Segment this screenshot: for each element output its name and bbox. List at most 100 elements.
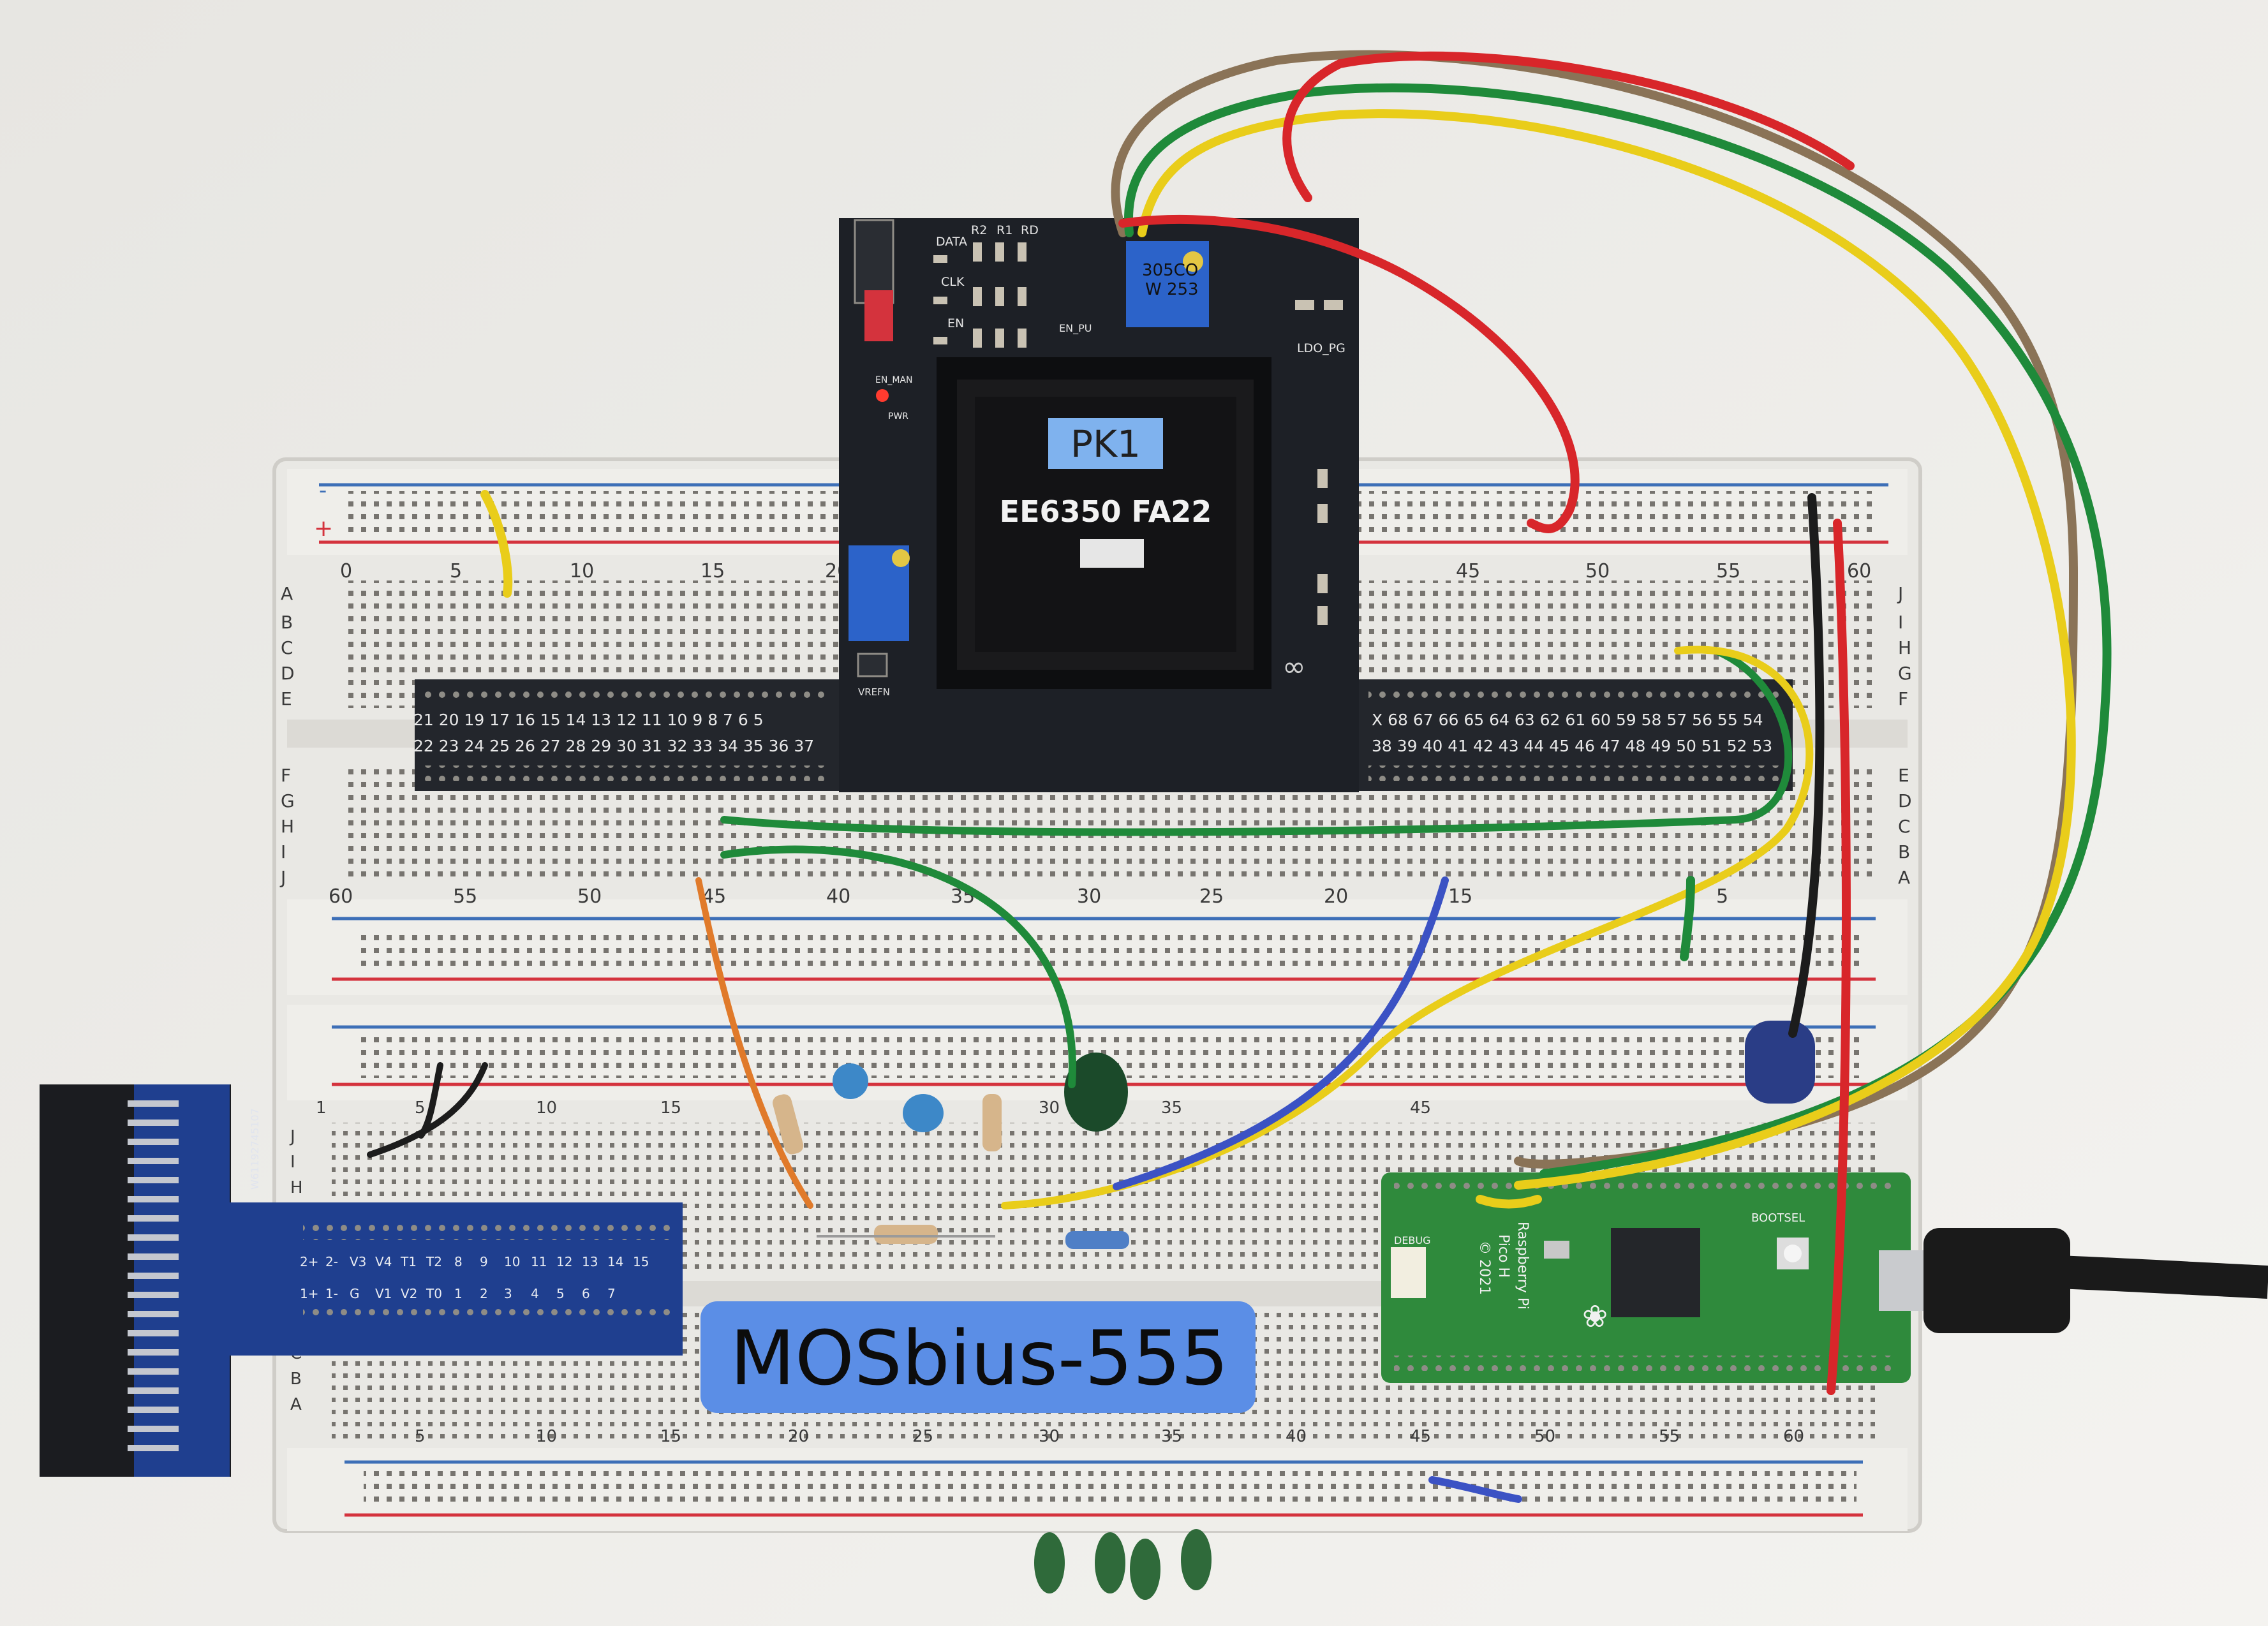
col-number: 35 — [1161, 1098, 1182, 1118]
col-number: 10 — [536, 1098, 557, 1118]
silk-clk: CLK — [941, 275, 965, 289]
adapter-pin-label: 1- — [325, 1286, 338, 1301]
rail-plus-label: + — [314, 515, 333, 542]
row-letter: F — [1898, 688, 1908, 709]
col-number: 45 — [1410, 1427, 1431, 1446]
pin-labels-right-top: X 68 67 66 65 64 63 62 61 60 59 58 57 56… — [1372, 711, 1763, 729]
col-number: 55 — [1659, 1427, 1680, 1446]
adapter-pin-label: 8 — [454, 1254, 463, 1269]
adapter-pin-label: 2+ — [300, 1254, 318, 1269]
silk-r2: R2 — [971, 223, 987, 237]
adapter-pin-label: V4 — [375, 1254, 392, 1269]
adapter-pin-label: 4 — [531, 1286, 539, 1301]
pico-year: © 2021 — [1476, 1241, 1492, 1295]
col-number: 10 — [536, 1427, 557, 1446]
row-letter: D — [281, 663, 295, 684]
col-number: 55 — [453, 885, 477, 908]
col-number: 55 — [1716, 560, 1740, 582]
col-number: 30 — [1077, 885, 1101, 908]
adapter-pin-label: T0 — [426, 1286, 442, 1301]
trimpot-text-2: W 253 — [1145, 280, 1199, 299]
col-number: 5 — [450, 560, 462, 582]
resistors — [773, 1094, 1129, 1249]
adapter-pin-label: 9 — [480, 1254, 488, 1269]
top-column-numbers: 0 5 10 15 20 45 50 55 60 — [340, 560, 1871, 582]
pico-brand: Raspberry Pi — [1515, 1222, 1531, 1310]
adapter-pin-label: 15 — [633, 1254, 649, 1269]
adapter-pin-label: 13 — [582, 1254, 598, 1269]
pico-bootsel-label: BOOTSEL — [1751, 1211, 1805, 1225]
col-number: 35 — [1161, 1427, 1182, 1446]
jumper-wires — [367, 50, 2112, 1503]
silk-pwr: PWR — [888, 411, 908, 422]
adapter-pin-label: 2 — [480, 1286, 488, 1301]
col-number: 25 — [912, 1427, 933, 1446]
row-letter: D — [1898, 790, 1912, 811]
project-label: MOSbius-555 — [700, 1301, 1256, 1413]
col-number: 25 — [1199, 885, 1224, 908]
adapter-pin-label: 1+ — [300, 1286, 318, 1301]
row-letter: A — [1898, 867, 1910, 888]
adapter-pin-label: 7 — [607, 1286, 616, 1301]
col-number: 30 — [1039, 1098, 1060, 1118]
col-number: 5 — [415, 1098, 426, 1118]
mid-column-numbers: 60 55 50 45 40 35 30 25 20 15 5 — [329, 885, 1728, 908]
col-number: 45 — [1456, 560, 1480, 582]
project-label-text: MOSbius-555 — [730, 1314, 1228, 1402]
chip-tag — [1048, 418, 1163, 469]
col-number: 60 — [1783, 1427, 1804, 1446]
col-number: 40 — [826, 885, 850, 908]
trimpot-top: 305CO W 253 — [1126, 241, 1209, 327]
header-adapter-board: W61192745107 2+ 2- V3 V4 T1 T2 8 9 10 11… — [40, 1084, 683, 1477]
adapter-pin-label: 5 — [556, 1286, 565, 1301]
row-letter: G — [281, 790, 295, 811]
adapter-pin-label: 2- — [325, 1254, 338, 1269]
row-letter: H — [290, 1178, 303, 1197]
row-letter: E — [1898, 765, 1909, 786]
adapter-pin-label: 3 — [504, 1286, 512, 1301]
row-letter: E — [281, 688, 292, 709]
adapter-pin-label: 11 — [531, 1254, 547, 1269]
row-letter: G — [1898, 663, 1912, 684]
row-letter: I — [281, 841, 286, 862]
capacitors — [833, 1021, 1815, 1600]
chip-tag-text: PK1 — [1071, 422, 1141, 466]
row-letter: H — [281, 816, 294, 837]
debug-connector — [1391, 1247, 1426, 1298]
silk-en-man: EN_MAN — [875, 375, 912, 385]
raspberry-pi-pico: DEBUG Raspberry Pi Pico H © 2021 ❀ BOOTS… — [1381, 1172, 1930, 1383]
adapter-pin-label: 6 — [582, 1286, 590, 1301]
row-letter: J — [1897, 583, 1903, 604]
rp2040-chip — [1611, 1228, 1700, 1317]
adapter-pin-label: V2 — [401, 1286, 417, 1301]
silk-data: DATA — [936, 235, 967, 249]
adapter-pin-label: V3 — [350, 1254, 366, 1269]
row-letter: B — [1898, 841, 1910, 862]
col-number: 5 — [1716, 885, 1728, 908]
col-number: 10 — [570, 560, 594, 582]
row-letter: C — [1898, 816, 1911, 837]
col-number: 15 — [1448, 885, 1472, 908]
main-chip: PK1 EE6350 FA22 — [937, 357, 1271, 689]
col-number: 50 — [1585, 560, 1610, 582]
electrolytic-capacitor — [1745, 1021, 1815, 1104]
col-number: 1 — [316, 1098, 327, 1118]
chip-marking: EE6350 FA22 — [1000, 494, 1212, 529]
col-number: 15 — [700, 560, 725, 582]
pin-labels-right-bottom: 38 39 40 41 42 43 44 45 46 47 48 49 50 5… — [1372, 737, 1772, 755]
silk-r1: R1 — [997, 223, 1012, 237]
trimpot-text-1: 305CO — [1142, 261, 1198, 280]
col-number: 50 — [577, 885, 602, 908]
row-letter: B — [290, 1370, 302, 1389]
adapter-pin-label: G — [350, 1286, 360, 1301]
raspberry-logo-icon: ❀ — [1582, 1299, 1608, 1334]
pin-labels-left-bottom: 22 23 24 25 26 27 28 29 30 31 32 33 34 3… — [413, 737, 814, 755]
silk-vrefn: VREFN — [858, 686, 890, 698]
adapter-pin-label: T1 — [400, 1254, 417, 1269]
row-letter: A — [290, 1395, 302, 1414]
col-number: 15 — [660, 1427, 681, 1446]
adapter-code: W61192745107 — [249, 1108, 261, 1190]
lower-column-numbers: 1 5 10 15 30 35 45 5 10 15 20 25 30 35 4… — [316, 1098, 1804, 1446]
row-letter: I — [290, 1153, 295, 1172]
col-number: 20 — [1324, 885, 1348, 908]
